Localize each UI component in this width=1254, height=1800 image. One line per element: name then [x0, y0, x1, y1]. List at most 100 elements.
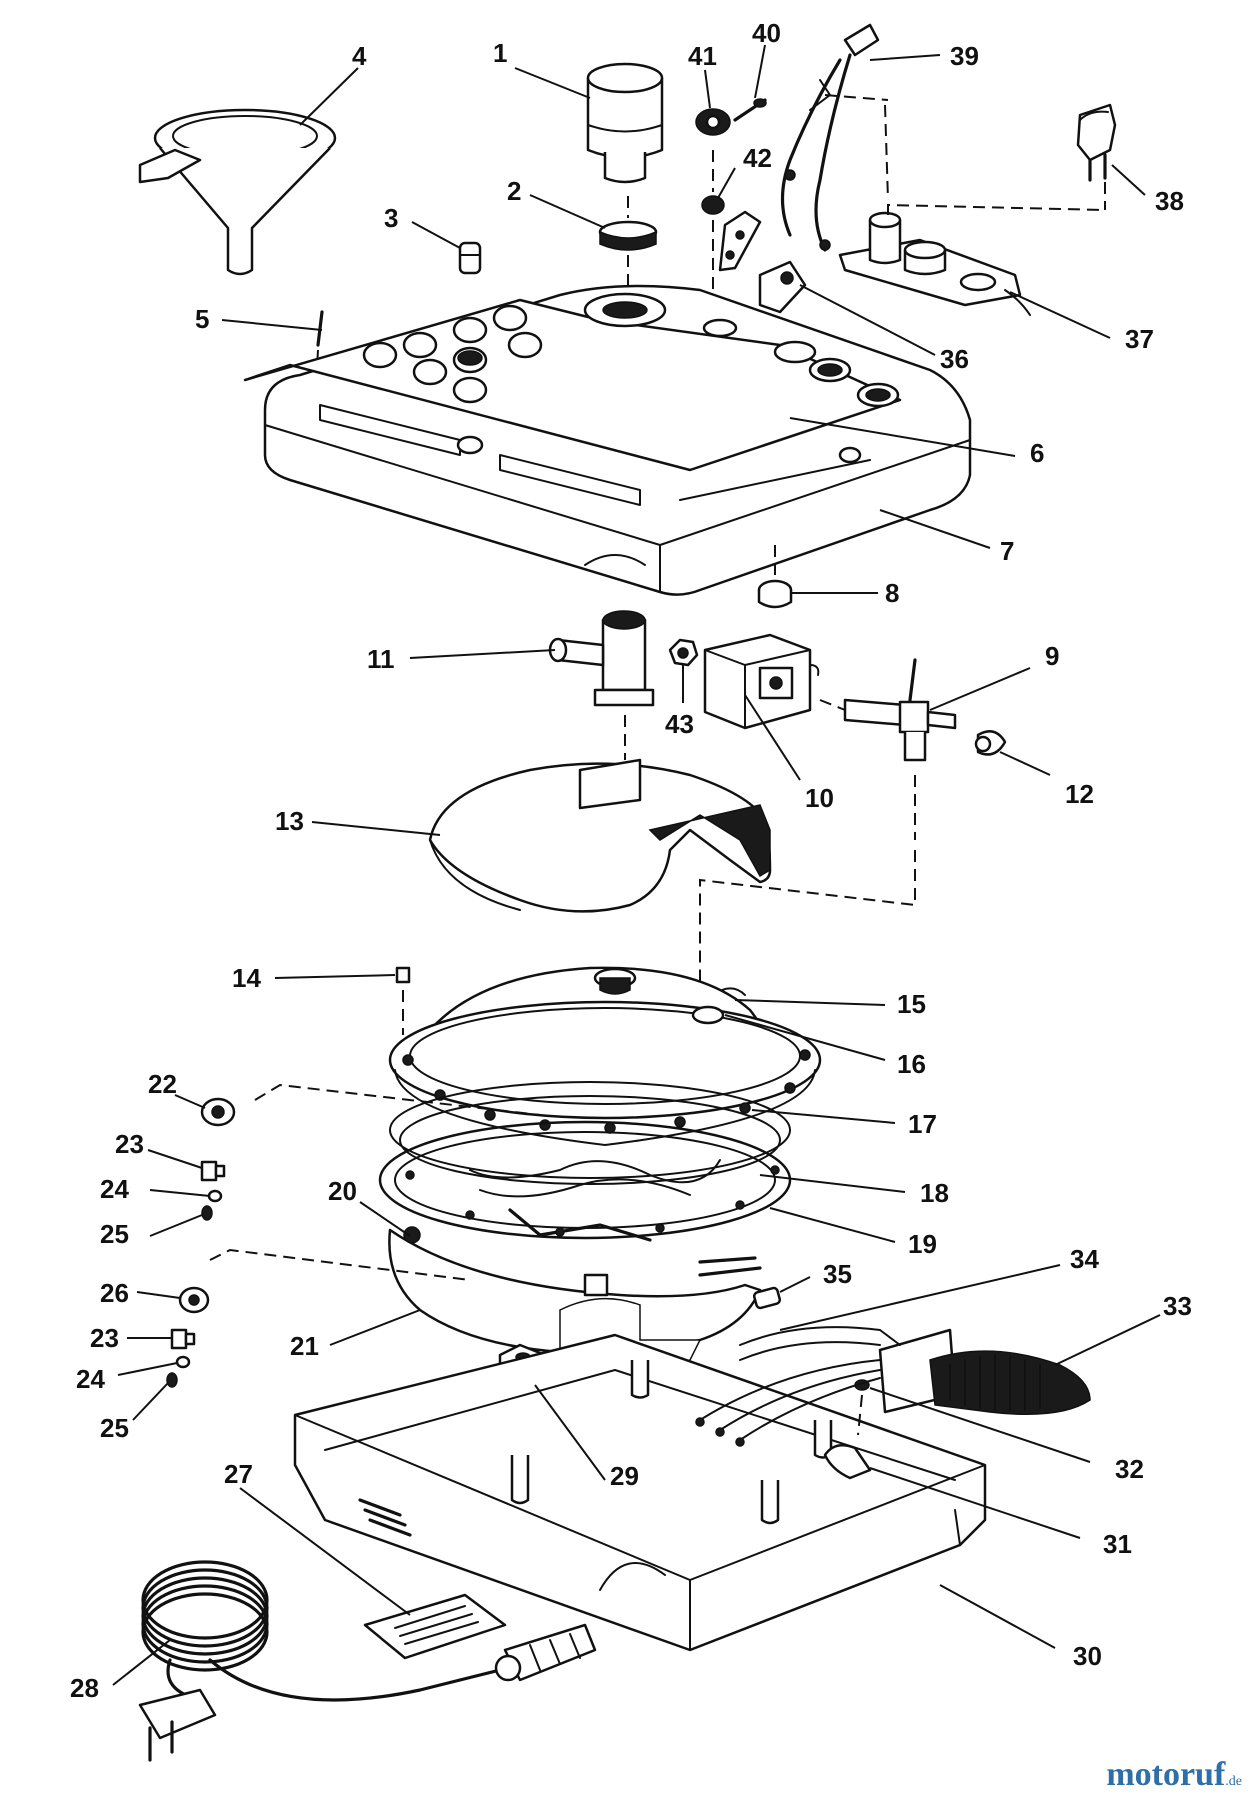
callout-18: 18: [920, 1178, 949, 1208]
callout-25a: 25: [100, 1219, 129, 1249]
callout-29: 29: [610, 1461, 639, 1491]
leader-24b: [117, 1362, 178, 1376]
callout-28: 28: [70, 1673, 99, 1703]
callout-31: 31: [1103, 1529, 1132, 1559]
callout-30: 30: [1073, 1641, 1102, 1671]
gasket-ring-part: [378, 1120, 792, 1240]
leader-6: [789, 417, 1016, 457]
callout-32: 32: [1115, 1454, 1144, 1484]
grommet-42-part: [701, 150, 725, 215]
leader-39: [869, 54, 941, 61]
clip-23-upper-part: [200, 1160, 226, 1182]
callout-36: 36: [940, 344, 969, 374]
cover-housing-part: [243, 284, 972, 596]
callout-5: 5: [195, 304, 209, 334]
leader-29: [534, 1384, 606, 1481]
switch-bracket-part: [712, 210, 762, 290]
switch-36-part: [758, 260, 807, 314]
clip-23-lower-part: [170, 1328, 196, 1350]
callout-2: 2: [507, 176, 521, 206]
switch-plate-37-part: [824, 94, 1106, 316]
leader-20: [359, 1201, 411, 1237]
callout-17: 17: [908, 1109, 937, 1139]
callout-39: 39: [950, 41, 979, 71]
leader-32: [869, 1387, 1091, 1463]
callout-3: 3: [384, 203, 398, 233]
callout-19: 19: [908, 1229, 937, 1259]
leader-30: [939, 1584, 1056, 1649]
leader-23a: [147, 1149, 203, 1169]
leader-31: [869, 1467, 1081, 1539]
leader-34: [779, 1264, 1061, 1331]
leader-28: [112, 1639, 171, 1686]
callout-34: 34: [1070, 1244, 1099, 1274]
rubber-foot-part: [757, 545, 793, 609]
label-sticker-part: [363, 1593, 507, 1660]
control-valve-part: [819, 658, 1007, 840]
thermostat-22-part: [200, 1097, 236, 1127]
screw-25-upper-part: [201, 1205, 213, 1221]
callout-7: 7: [1000, 536, 1014, 566]
leader-25a: [149, 1214, 203, 1237]
leader-13: [311, 821, 441, 836]
callout-6: 6: [1030, 438, 1044, 468]
leader-27: [239, 1487, 411, 1616]
callout-42: 42: [743, 143, 772, 173]
shield-cover-part: [428, 758, 772, 913]
leader-37: [1009, 291, 1111, 339]
boiler-upper-shell-part: [388, 966, 822, 1146]
leader-25b: [132, 1382, 169, 1421]
callout-23a: 23: [115, 1129, 144, 1159]
tank-cap-part: [586, 62, 664, 290]
leader-2: [529, 194, 606, 229]
leader-21: [329, 1309, 421, 1346]
leader-5: [221, 319, 323, 331]
leader-26: [136, 1291, 181, 1299]
grommet-41-part: [695, 108, 731, 136]
leader-33: [1054, 1314, 1161, 1366]
leader-38: [1111, 164, 1146, 196]
leader-14: [274, 974, 396, 979]
leader-7: [879, 509, 991, 549]
callout-37: 37: [1125, 324, 1154, 354]
callout-24a: 24: [100, 1174, 129, 1204]
callout-23b: 23: [90, 1323, 119, 1353]
callout-24b: 24: [76, 1364, 105, 1394]
leader-36: [799, 284, 936, 356]
watermark-logo: motoruf.de: [1106, 1756, 1242, 1794]
callout-10: 10: [805, 783, 834, 813]
callout-labels: 1 2 3 4 5 6 7 8 9 10 11 12 13 14 15 16 1…: [70, 18, 1192, 1703]
callout-12: 12: [1065, 779, 1094, 809]
callout-15: 15: [897, 989, 926, 1019]
leader-lines: [112, 44, 1161, 1686]
callout-11: 11: [367, 644, 395, 674]
power-cord-part: [138, 1560, 597, 1762]
callout-43: 43: [665, 709, 694, 739]
watermark-brand: motoruf: [1106, 1756, 1226, 1793]
leader-42: [717, 167, 736, 199]
heating-element-part: [389, 1081, 791, 1242]
callout-21: 21: [290, 1331, 319, 1361]
leader-9: [929, 667, 1031, 711]
screw-25-lower-part: [166, 1372, 178, 1388]
callout-20: 20: [328, 1176, 357, 1206]
callout-4: 4: [352, 41, 367, 71]
funnel-part: [138, 108, 337, 276]
nut-part: [668, 638, 699, 667]
power-cable-34-part: [695, 1326, 901, 1447]
callout-16: 16: [897, 1049, 926, 1079]
callout-1: 1: [493, 38, 507, 68]
leader-12: [999, 751, 1051, 776]
leader-3: [411, 221, 461, 249]
screw-14-part: [395, 966, 411, 1035]
callout-41: 41: [688, 41, 717, 71]
callout-33: 33: [1163, 1291, 1192, 1321]
callout-13: 13: [275, 806, 304, 836]
callout-14: 14: [232, 963, 261, 993]
wire-harness-39-part: [780, 23, 880, 252]
leader-10: [744, 694, 801, 781]
leader-41: [704, 69, 711, 109]
callout-26: 26: [100, 1278, 129, 1308]
callout-40: 40: [752, 18, 781, 48]
